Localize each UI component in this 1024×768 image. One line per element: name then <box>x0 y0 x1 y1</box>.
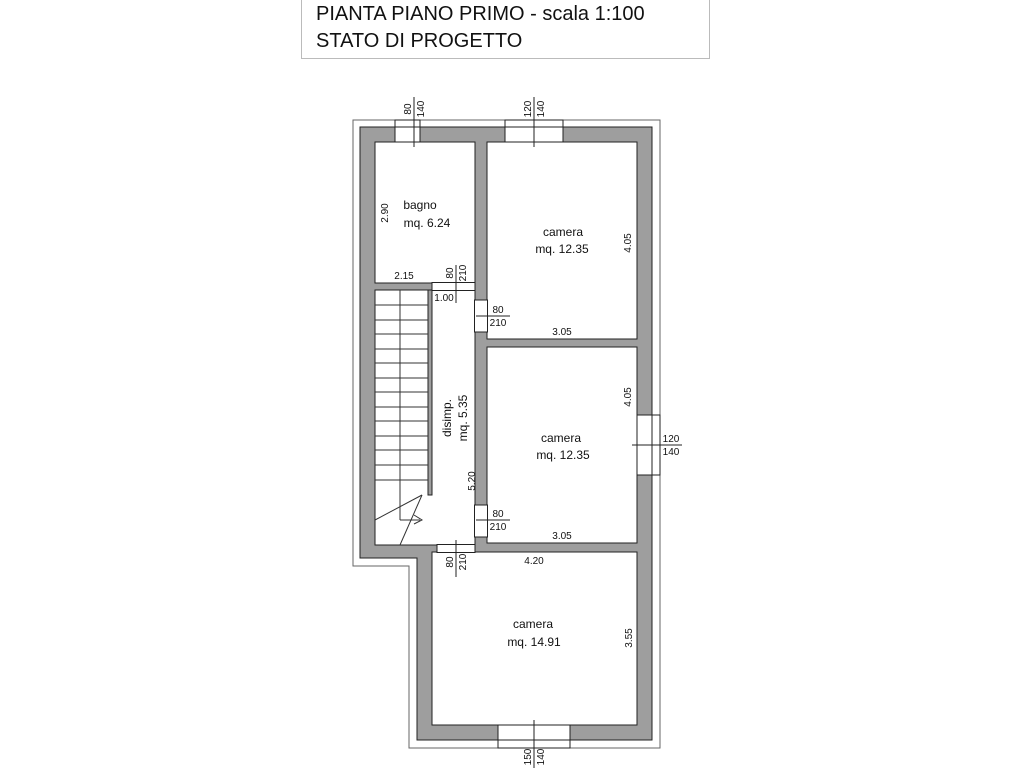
title-line-2: STATO DI PROGETTO <box>316 30 523 52</box>
room-camera-3 <box>431 551 638 726</box>
dim-camera-2-b: 3.05 <box>552 531 572 542</box>
window-1-width: 80 <box>403 103 414 115</box>
dim-camera-2-a: 4.05 <box>623 387 634 407</box>
door-3-width: 80 <box>492 509 504 520</box>
stair-wall <box>427 289 433 496</box>
room-area-bagno: mq. 6.24 <box>404 216 451 230</box>
dimension-lines <box>413 97 682 768</box>
room-bagno <box>374 141 476 284</box>
room-camera-2 <box>486 346 638 544</box>
window-3-height: 140 <box>663 447 680 458</box>
dim-bagno-a: 2.90 <box>380 203 391 223</box>
room-name-camera-1: camera <box>543 225 583 239</box>
window-4-width: 150 <box>523 748 534 765</box>
door-4-height: 210 <box>458 553 469 570</box>
staircase <box>374 290 428 546</box>
room-name-camera-3: camera <box>513 617 553 631</box>
window-2-height: 140 <box>536 100 547 117</box>
window-2-width: 120 <box>523 100 534 117</box>
door-1-width: 80 <box>445 267 456 279</box>
outer-outline <box>352 119 661 749</box>
room-name-bagno: bagno <box>403 198 437 212</box>
dim-disimpegno-b: 1.00 <box>434 293 454 304</box>
door-2-width: 80 <box>492 305 504 316</box>
room-area-disimpegno: mq. 5.35 <box>456 394 470 441</box>
room-name-camera-2: camera <box>541 431 581 445</box>
dim-camera-3-b: 4.20 <box>524 556 544 567</box>
room-area-camera-1: mq. 12.35 <box>535 242 589 256</box>
title-line-1: PIANTA PIANO PRIMO - scala 1:100 <box>316 3 645 25</box>
door-4-width: 80 <box>445 556 456 568</box>
room-camera-1 <box>486 141 638 340</box>
room-area-camera-2: mq. 12.35 <box>536 448 590 462</box>
room-disimpegno-stair <box>374 289 476 546</box>
window-1-height: 140 <box>416 100 427 117</box>
dim-camera-1-a: 4.05 <box>623 233 634 253</box>
door-1-height: 210 <box>458 264 469 281</box>
window-4-height: 140 <box>536 748 547 765</box>
room-name-disimpegno: disimp. <box>440 399 454 437</box>
dim-disimpegno-a: 5.20 <box>467 471 478 491</box>
dim-camera-1-b: 3.05 <box>552 327 572 338</box>
window-3-width: 120 <box>663 434 680 445</box>
title-block: PIANTA PIANO PRIMO - scala 1:100 STATO D… <box>301 0 710 59</box>
room-area-camera-3: mq. 14.91 <box>507 635 561 649</box>
dim-camera-3-a: 3.55 <box>624 628 635 648</box>
door-2-height: 210 <box>490 318 507 329</box>
door-3-height: 210 <box>490 522 507 533</box>
dim-bagno-b: 2.15 <box>394 271 414 282</box>
